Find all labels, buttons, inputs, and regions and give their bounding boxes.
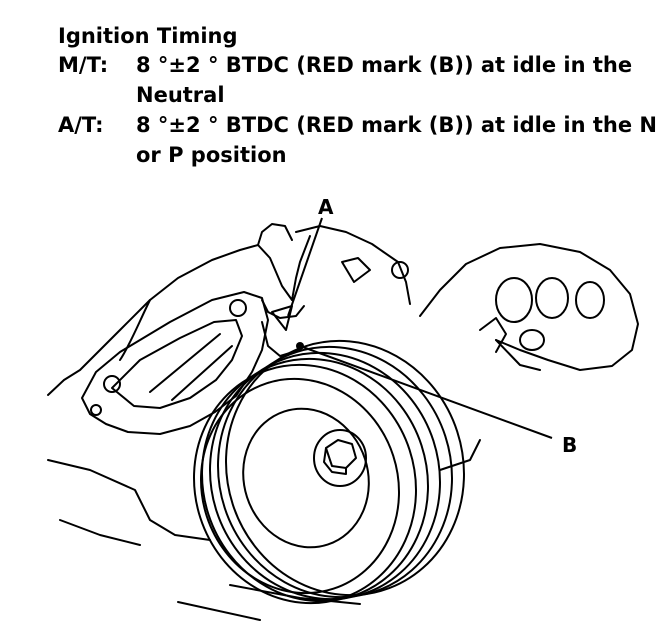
pulley-face	[200, 377, 400, 595]
crank-pulley	[193, 339, 465, 605]
pulley-rim-groove-4	[193, 363, 417, 605]
pump-port-4	[519, 329, 545, 351]
upper-bracket	[257, 235, 311, 301]
engine-lower-edge	[47, 459, 211, 541]
red-mark-b	[296, 342, 304, 350]
spec-key-mt: M/T:	[58, 53, 109, 77]
spec-value-at: 8 °±2 ° BTDC (RED mark (B)) at idle in t…	[136, 113, 657, 167]
pulley-inner-ring	[242, 407, 370, 549]
spec-row-at: A/T: 8 °±2 ° BTDC (RED mark (B)) at idle…	[58, 110, 658, 170]
upper-bolt	[391, 261, 409, 279]
engine-lower-edge-2	[59, 519, 141, 546]
cover-rib-2	[171, 345, 233, 401]
bolt-boss-3	[90, 404, 102, 416]
upper-bracket-slot	[341, 257, 371, 283]
callout-a-label: A	[318, 195, 334, 219]
pulley-rim-back	[225, 339, 465, 597]
lower-ground-2	[177, 601, 261, 621]
hub-bolt	[325, 439, 357, 469]
spec-value-mt: 8 °±2 ° BTDC (RED mark (B)) at idle in t…	[136, 53, 633, 107]
pulley-rim-groove-3	[201, 357, 429, 603]
lower-right-edge	[439, 439, 481, 471]
pump-port-1	[495, 277, 533, 323]
pump-housing-lower	[495, 339, 541, 371]
spec-key-at: A/T:	[58, 113, 104, 137]
pulley-rim-groove-2	[209, 351, 441, 601]
leader-line-b	[299, 345, 553, 439]
cover-rib-1	[149, 333, 221, 393]
pump-port-2	[535, 277, 569, 319]
hub-bolt-side	[323, 447, 347, 475]
pointer-bracket	[261, 299, 305, 319]
pump-port-3	[575, 281, 605, 319]
spec-title: Ignition Timing	[58, 24, 238, 48]
bolt-boss-1	[103, 375, 121, 393]
pump-housing	[419, 243, 639, 371]
timing-pointer	[271, 305, 293, 331]
ignition-timing-spec: Ignition Timing M/T: 8 °±2 ° BTDC (RED m…	[58, 22, 658, 170]
pulley-hub	[313, 429, 367, 487]
engine-block-edge	[119, 299, 151, 361]
pulley-rim-groove-1	[217, 345, 453, 599]
timing-cover	[81, 291, 269, 435]
callout-b-label: B	[562, 433, 577, 457]
engine-block-outline	[47, 223, 293, 396]
pump-flange	[479, 317, 507, 353]
leader-line-a	[287, 217, 323, 317]
lower-ground	[229, 584, 361, 605]
spec-row-mt: M/T: 8 °±2 ° BTDC (RED mark (B)) at idle…	[58, 50, 658, 110]
bolt-boss-2	[229, 299, 247, 317]
timing-cover-inner	[111, 319, 243, 409]
